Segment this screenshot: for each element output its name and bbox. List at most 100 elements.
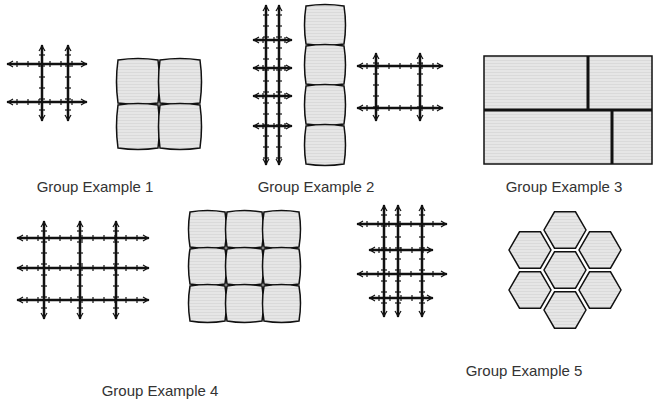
bamboo-node: [421, 63, 422, 69]
bamboo-line: [79, 222, 82, 318]
bamboo-node: [377, 271, 378, 277]
hexagon-tile: [579, 232, 621, 268]
bamboo-node: [125, 235, 126, 241]
bamboo-node: [419, 280, 425, 281]
bamboo-node: [410, 105, 411, 111]
bamboo-node: [263, 135, 269, 136]
bamboo-node: [41, 274, 47, 275]
bamboo-node: [419, 247, 425, 248]
bamboo-node: [113, 263, 119, 264]
bamboo-node: [276, 58, 282, 59]
bamboo-node: [41, 230, 47, 231]
bamboo-node: [377, 221, 378, 227]
bamboo-tip: [417, 54, 423, 59]
bamboo-node: [417, 106, 423, 107]
pillow-tile: [305, 85, 346, 126]
bamboo-tip: [286, 123, 291, 129]
pillow-tile: [263, 211, 301, 249]
bamboo-tip: [381, 311, 387, 316]
bamboo-node: [263, 58, 269, 59]
bamboo-node: [395, 214, 401, 215]
hexagon-tile: [509, 272, 551, 308]
bamboo-tip: [286, 93, 291, 99]
bamboo-node: [103, 265, 104, 271]
bamboo-node: [39, 65, 45, 66]
bamboo-node: [395, 225, 401, 226]
bamboo-node: [381, 247, 387, 248]
bamboo-node: [81, 265, 82, 271]
bamboo-node: [381, 280, 387, 281]
bamboo-node: [419, 269, 425, 270]
pillow-tile: [263, 285, 301, 323]
bamboo-node: [113, 274, 119, 275]
bamboo-tip: [441, 271, 446, 277]
bamboo-node: [39, 109, 45, 110]
bamboo-node: [389, 247, 390, 253]
bamboo-node: [27, 61, 28, 67]
bamboo-node: [263, 146, 269, 147]
bamboo-tip: [373, 54, 379, 59]
bamboo-node: [59, 235, 60, 241]
bamboo-tip: [143, 265, 148, 271]
bamboo-tip: [358, 63, 363, 69]
bamboo-line: [397, 206, 400, 316]
bamboo-node: [77, 252, 83, 253]
bamboo-node: [263, 36, 269, 37]
bamboo-node: [276, 36, 282, 37]
hexagon-tile: [579, 272, 621, 308]
bamboo-node: [284, 93, 285, 99]
bamboo-node: [103, 297, 104, 303]
bamboo-node: [276, 157, 282, 158]
bamboo-tip: [441, 221, 446, 227]
bamboo-tip: [254, 123, 259, 129]
bamboo-node: [378, 247, 379, 253]
bamboo-tip: [65, 46, 71, 51]
bamboo-node: [388, 105, 389, 111]
bamboo-node: [37, 265, 38, 271]
bamboo-node: [92, 235, 93, 241]
bamboo-node: [381, 236, 387, 237]
bamboo-node: [373, 62, 379, 63]
bamboo-node: [16, 99, 17, 105]
hexagon-tile: [544, 252, 586, 288]
bamboo-line: [115, 222, 118, 318]
bamboo-tip: [395, 206, 401, 211]
pillow-tile: [305, 125, 346, 166]
bamboo-tip: [358, 221, 363, 227]
bamboo-node: [273, 37, 274, 43]
bamboo-node: [419, 302, 425, 303]
bamboo-node: [276, 47, 282, 48]
bamboo-node: [395, 302, 401, 303]
bamboo-node: [26, 235, 27, 241]
bamboo-node: [113, 230, 119, 231]
bamboo-node: [417, 62, 423, 63]
bamboo-tip: [437, 63, 442, 69]
bamboo-node: [77, 285, 83, 286]
bamboo-node: [65, 76, 71, 77]
bamboo-tip: [18, 235, 23, 241]
bamboo-tip: [419, 206, 425, 211]
bamboo-node: [41, 241, 47, 242]
bamboo-node: [378, 295, 379, 301]
bamboo-tip: [41, 313, 47, 318]
bamboo-node: [395, 258, 401, 259]
pillow-tile: [117, 104, 160, 150]
bamboo-node: [276, 14, 282, 15]
bamboo-tip: [39, 115, 45, 120]
bamboo-node: [399, 271, 400, 277]
bamboo-line: [43, 222, 46, 318]
bamboo-node: [417, 84, 423, 85]
bamboo-node: [400, 295, 401, 301]
bamboo-node: [113, 252, 119, 253]
bamboo-tip: [18, 265, 23, 271]
bamboo-tip: [41, 222, 47, 227]
bamboo-node: [411, 247, 412, 253]
bamboo-node: [27, 99, 28, 105]
bamboo-node: [263, 14, 269, 15]
bamboo-node: [262, 65, 263, 71]
bamboo-node: [39, 54, 45, 55]
group-caption: Group Example 4: [102, 382, 219, 399]
bamboo-node: [37, 297, 38, 303]
bamboo-node: [263, 25, 269, 26]
bamboo-node: [276, 146, 282, 147]
